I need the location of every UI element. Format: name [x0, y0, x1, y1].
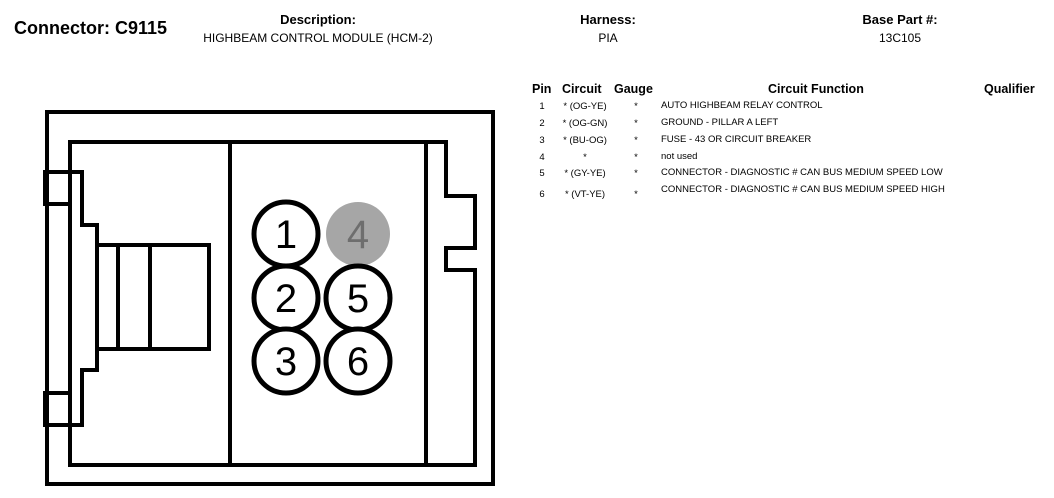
pin-cell: 5: [539, 168, 545, 179]
function-cell: AUTO HIGHBEAM RELAY CONTROL: [661, 100, 823, 111]
connector-title: Connector: C9115: [14, 18, 168, 38]
pin-cell: 6: [539, 189, 545, 200]
pin-cell: 2: [539, 118, 545, 129]
pin-number-4: 4: [347, 213, 369, 257]
harness-block: Harness: PIA: [548, 12, 668, 45]
locking-tab: [95, 243, 211, 351]
gauge-cell: *: [634, 189, 638, 200]
function-cell: CONNECTOR - DIAGNOSTIC # CAN BUS MEDIUM …: [661, 184, 945, 195]
pin-number-3: 3: [275, 340, 297, 384]
pin-number-5: 5: [347, 277, 369, 321]
base-part-label: Base Part #:: [862, 12, 938, 27]
circuit-cell: * (BU-OG): [563, 135, 607, 146]
gauge-cell: *: [634, 135, 638, 146]
circuit-cell: *: [583, 152, 587, 163]
function-cell: not used: [661, 151, 698, 162]
left-step: [70, 170, 99, 427]
gauge-cell: *: [634, 118, 638, 129]
pin-number-1: 1: [275, 213, 297, 257]
latch-upper: [43, 170, 70, 206]
pin-cavity-4: [326, 202, 390, 266]
gauge-cell: *: [634, 152, 638, 163]
connector-housing: [43, 110, 495, 486]
header-pin: Pin: [532, 82, 552, 96]
base-part-value: 13C105: [878, 31, 922, 45]
header-circuit: Circuit: [562, 82, 602, 96]
function-cell: CONNECTOR - DIAGNOSTIC # CAN BUS MEDIUM …: [661, 167, 943, 178]
inner-frame: [68, 140, 477, 467]
gauge-cell: *: [634, 168, 638, 179]
harness-value: PIA: [598, 31, 618, 45]
pin-cavity-6: [323, 326, 393, 396]
circuit-cell: * (GY-YE): [564, 168, 606, 179]
latch-lower: [43, 391, 70, 427]
pin-group: 1 2 3 4 5 6: [251, 199, 393, 396]
circuit-cell: * (VT-YE): [564, 189, 606, 200]
pin-cavity-3: [251, 326, 321, 396]
pin-cell: 1: [539, 101, 545, 112]
function-cell: GROUND - PILLAR A LEFT: [661, 117, 779, 128]
header-qualifier: Qualifier: [984, 82, 1035, 96]
description-value: HIGHBEAM CONTROL MODULE (HCM-2): [203, 31, 433, 45]
header-gauge: Gauge: [614, 82, 653, 96]
circuit-cell: * (OG-YE): [563, 101, 607, 112]
description-label: Description:: [280, 12, 356, 27]
circuit-cell: * (OG-GN): [562, 118, 608, 129]
pin-cell: 3: [539, 135, 545, 146]
pin-number-6: 6: [347, 340, 369, 384]
pin-cell: 4: [539, 152, 545, 163]
header-circuit-function: Circuit Function: [768, 82, 864, 96]
connector-face-diagram: 1 2 3 4 5 6: [43, 110, 495, 486]
description-block: Description: HIGHBEAM CONTROL MODULE (HC…: [186, 12, 450, 45]
outer-shell: [45, 110, 495, 486]
function-cell: FUSE - 43 OR CIRCUIT BREAKER: [661, 134, 812, 145]
gauge-cell: *: [634, 101, 638, 112]
pin-number-2: 2: [275, 277, 297, 321]
base-part-block: Base Part #: 13C105: [820, 12, 980, 45]
harness-label: Harness:: [580, 12, 636, 27]
